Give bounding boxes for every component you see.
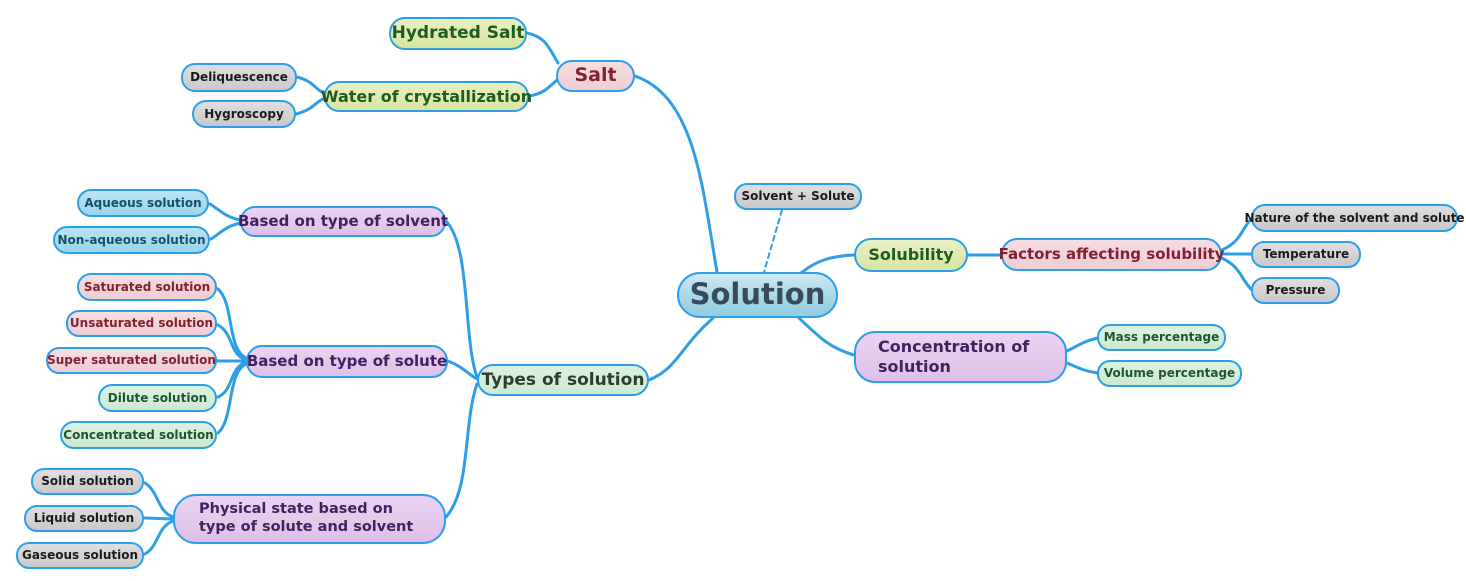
node-concentrated-solution[interactable]: Concentrated solution <box>60 421 217 449</box>
node-solution[interactable]: Solution <box>677 272 838 318</box>
node-dilute-solution[interactable]: Dilute solution <box>98 384 217 412</box>
edge-salt-hydrated-salt <box>525 31 560 65</box>
node-saturated-solution[interactable]: Saturated solution <box>77 273 217 301</box>
node-mass-percentage[interactable]: Mass percentage <box>1097 324 1226 351</box>
edge-factors-nature <box>1220 216 1254 252</box>
node-solid-solution[interactable]: Solid solution <box>31 468 144 495</box>
node-temperature[interactable]: Temperature <box>1251 241 1361 268</box>
node-types-of-solution[interactable]: Types of solution <box>477 364 649 396</box>
node-based-on-type-of-solute[interactable]: Based on type of solute <box>246 345 448 378</box>
edge-types-solute-type <box>446 359 479 381</box>
edge-solution-types <box>647 316 715 382</box>
node-deliquescence[interactable]: Deliquescence <box>181 63 297 92</box>
node-hydrated-salt[interactable]: Hydrated Salt <box>389 17 527 50</box>
node-factors-affecting-solubility[interactable]: Factors affecting solubility <box>999 238 1224 271</box>
node-unsaturated-solution[interactable]: Unsaturated solution <box>66 310 217 337</box>
node-non-aqueous-solution[interactable]: Non-aqueous solution <box>53 226 210 254</box>
node-aqueous-solution[interactable]: Aqueous solution <box>77 189 209 217</box>
edge-solute-saturated <box>216 287 248 360</box>
edge-solution-solvent-solute <box>763 209 783 273</box>
edge-physical-gaseous <box>143 519 175 556</box>
node-physical-state[interactable]: Physical state based on type of solute a… <box>173 494 446 544</box>
node-solubility[interactable]: Solubility <box>854 238 968 272</box>
edge-solution-concentration <box>797 316 856 357</box>
edge-water-deliquescence <box>295 75 327 96</box>
node-liquid-solution[interactable]: Liquid solution <box>24 505 144 532</box>
node-salt[interactable]: Salt <box>556 60 635 92</box>
edge-physical-liquid <box>143 516 175 521</box>
edge-solvent-aqueous <box>208 202 242 222</box>
node-solvent-solute[interactable]: Solvent + Solute <box>734 183 862 210</box>
edge-types-solvent-type <box>444 219 479 379</box>
edge-types-physical-state <box>444 382 479 519</box>
edge-salt-water-of-crystallization <box>527 78 559 98</box>
node-water-of-crystallization[interactable]: Water of crystallization <box>321 81 532 112</box>
node-pressure[interactable]: Pressure <box>1251 277 1340 304</box>
edge-concentration-volume <box>1065 361 1100 375</box>
node-volume-percentage[interactable]: Volume percentage <box>1097 360 1242 387</box>
node-concentration-of-solution[interactable]: Concentration of solution <box>854 331 1067 383</box>
edge-factors-pressure <box>1220 256 1254 292</box>
node-hygroscopy[interactable]: Hygroscopy <box>192 100 296 128</box>
edge-concentration-mass <box>1065 336 1100 353</box>
edge-solute-unsaturated <box>216 323 248 362</box>
node-super-saturated-solution[interactable]: Super saturated solution <box>46 347 217 374</box>
node-gaseous-solution[interactable]: Gaseous solution <box>16 542 144 569</box>
edge-solvent-non-aqueous <box>209 221 242 241</box>
edge-salt-solution <box>633 74 719 274</box>
edge-water-hygroscopy <box>294 96 327 116</box>
edge-solute-dilute <box>216 360 248 399</box>
node-based-on-type-of-solvent[interactable]: Based on type of solvent <box>238 206 448 237</box>
edge-solution-solubility <box>799 253 856 275</box>
edge-solute-concentrated <box>216 362 248 435</box>
edge-physical-solid <box>143 481 175 519</box>
node-nature-of-solvent-and-solute[interactable]: Nature of the solvent and solute <box>1244 204 1465 232</box>
